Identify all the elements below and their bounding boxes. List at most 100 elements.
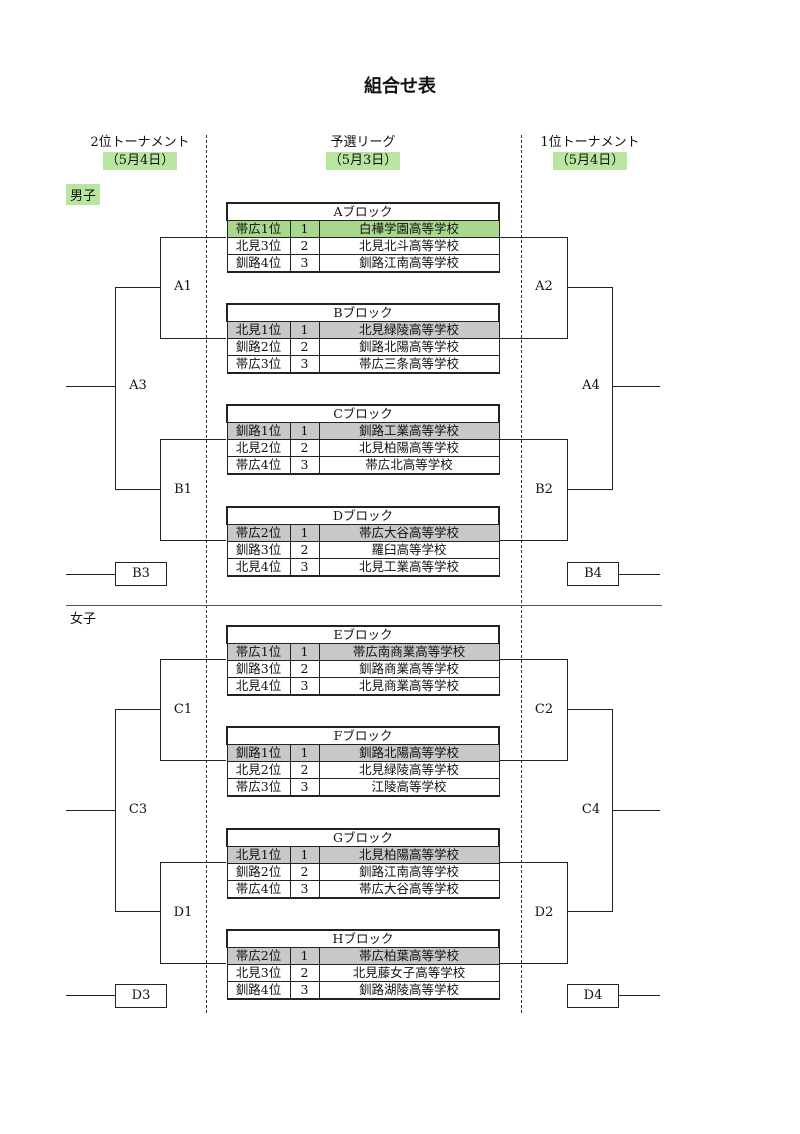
bracket-line [567,862,568,964]
bracket-line [66,995,115,996]
bracket-label-c2: C2 [534,702,554,717]
seed-cell: 北見3位 [226,964,291,982]
bracket-line [115,911,161,912]
bracket-line [612,386,660,387]
seed-cell: 北見1位 [226,846,291,864]
bracket-line [612,574,660,575]
bracket-line [567,911,613,912]
number-cell: 1 [289,321,320,339]
bracket-label-d2: D2 [534,905,554,920]
seed-cell: 釧路3位 [226,541,291,559]
seed-cell: 帯広1位 [226,220,291,238]
seed-cell: 帯広2位 [226,947,291,965]
bracket-label-a1: A1 [174,279,192,294]
school-cell: 北見商業高等学校 [318,677,500,696]
bracket-line [567,659,568,761]
seed-cell: 北見2位 [226,761,291,779]
bracket-box-b3: B3 [115,562,167,586]
number-cell: 3 [289,456,320,475]
bracket-label-a3: A3 [129,378,147,393]
school-cell: 帯広北高等学校 [318,456,500,475]
bracket-label-b1: B1 [174,482,192,497]
bracket-line [160,439,161,541]
section-divider [66,605,662,606]
boys-section-label: 男子 [66,184,101,205]
school-cell: 釧路北陽高等学校 [318,744,500,762]
left-header-label: 2位トーナメント [90,135,190,150]
bracket-line [567,439,568,541]
number-cell: 3 [289,558,320,577]
seed-cell: 釧路3位 [226,660,291,678]
number-cell: 3 [289,355,320,374]
bracket-line [115,287,116,490]
school-cell: 北見柏陽高等学校 [318,439,500,457]
number-cell: 2 [289,660,320,678]
number-cell: 3 [289,677,320,696]
school-cell: 釧路湖陵高等学校 [318,981,500,1000]
center-header-date: （5月3日） [325,152,401,170]
bracket-line [612,287,613,490]
number-cell: 2 [289,964,320,982]
school-cell: 釧路北陽高等学校 [318,338,500,356]
seed-cell: 北見4位 [226,677,291,696]
school-cell: 帯広大谷高等学校 [318,880,500,899]
school-cell: 北見柏陽高等学校 [318,846,500,864]
bracket-line [160,237,161,339]
center-column-header: 予選リーグ （5月3日） [283,134,443,170]
bracket-line [612,810,660,811]
number-cell: 3 [289,880,320,899]
bracket-line [567,287,613,288]
school-cell: 釧路江南高等学校 [318,863,500,881]
seed-cell: 北見2位 [226,439,291,457]
seed-cell: 北見3位 [226,237,291,255]
seed-cell: 釧路2位 [226,338,291,356]
block-name: Dブロック [226,506,500,525]
seed-cell: 帯広1位 [226,643,291,661]
bracket-label-b2: B2 [535,482,553,497]
seed-cell: 釧路2位 [226,863,291,881]
seed-cell: 帯広3位 [226,778,291,797]
bracket-line [66,574,115,575]
number-cell: 1 [289,744,320,762]
seed-cell: 釧路1位 [226,422,291,440]
block-name: Cブロック [226,404,500,423]
bracket-label-c1: C1 [173,702,193,717]
bracket-line [115,709,161,710]
number-cell: 2 [289,237,320,255]
page-title: 組合せ表 [364,76,436,97]
school-cell: 釧路工業高等学校 [318,422,500,440]
school-cell: 釧路江南高等学校 [318,254,500,273]
number-cell: 1 [289,643,320,661]
bracket-line [612,995,660,996]
seed-cell: 釧路1位 [226,744,291,762]
block-name: Bブロック [226,303,500,322]
block-name: Aブロック [226,202,500,221]
center-header-label: 予選リーグ [330,135,396,150]
block-name: Hブロック [226,929,500,948]
school-cell: 江陵高等学校 [318,778,500,797]
bracket-box-d4: D4 [567,984,619,1008]
block-name: Fブロック [226,726,500,745]
bracket-line [160,862,161,964]
number-cell: 3 [289,778,320,797]
school-cell: 帯広南商業高等学校 [318,643,500,661]
school-cell: 羅臼高等学校 [318,541,500,559]
school-cell: 北見藤女子高等学校 [318,964,500,982]
right-header-date: （5月4日） [552,152,628,170]
bracket-box-d3: D3 [115,984,167,1008]
bracket-label-c4: C4 [581,802,601,817]
left-divider [206,135,207,1013]
right-column-header: 1位トーナメント （5月4日） [510,134,670,170]
number-cell: 2 [289,541,320,559]
number-cell: 1 [289,220,320,238]
number-cell: 2 [289,439,320,457]
right-divider [521,135,522,1013]
right-header-label: 1位トーナメント [540,135,640,150]
bracket-line [567,489,613,490]
block-name: Eブロック [226,625,500,644]
